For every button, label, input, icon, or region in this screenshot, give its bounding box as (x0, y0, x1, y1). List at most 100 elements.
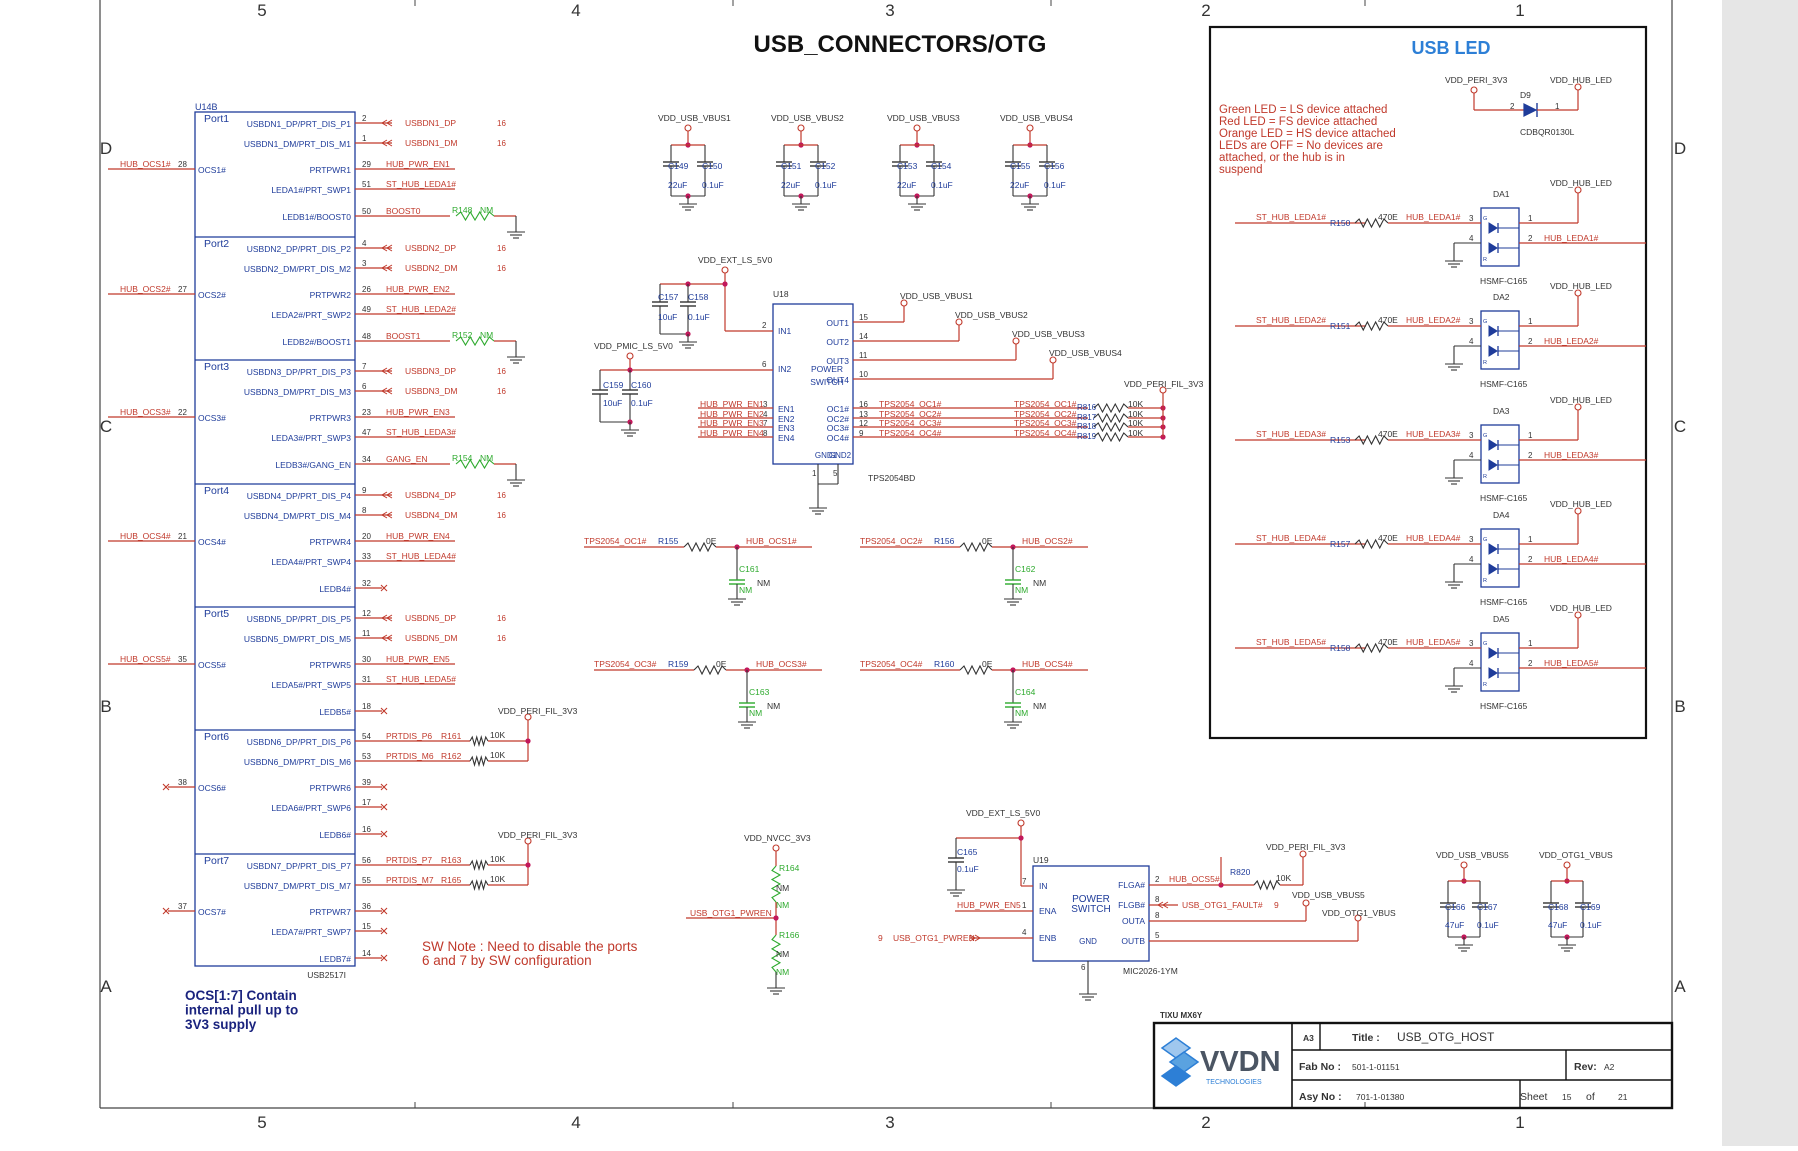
tb-frame (1152, 1021, 1674, 1110)
net-label: ST_HUB_LEDA2# (1256, 315, 1326, 325)
pin-number: 27 (178, 285, 187, 294)
res-ref: R818 (1077, 422, 1097, 431)
net-label: TPS2054_OC3# (594, 659, 657, 669)
logo-shape (1160, 1065, 1192, 1087)
rail-label: VDD_USB_VBUS4 (1000, 113, 1073, 123)
pin-number: 6 (362, 382, 367, 391)
pin-number: 3 (1469, 317, 1474, 326)
logo-subtext: TECHNOLOGIES (1206, 1079, 1262, 1086)
pin-number: 4 (1469, 451, 1474, 460)
pin-name: OUTB (1121, 936, 1145, 946)
res-ref: R158 (1330, 643, 1351, 653)
rail-terminal (524, 713, 532, 721)
tb-rev: A2 (1604, 1062, 1615, 1072)
tb-of-label: of (1586, 1091, 1595, 1103)
net-label: USBDN4_DP (405, 490, 456, 500)
hub-part: USB2517I (307, 970, 346, 980)
pin-number: 1 (1528, 639, 1533, 648)
pin-name: PRTPWR6 (310, 783, 352, 793)
res-value: 10K (490, 730, 505, 740)
pin-number: 4 (1022, 928, 1027, 937)
rail-label: VDD_PMIC_LS_5V0 (594, 341, 673, 351)
net-label: HUB_LEDA1# (1406, 212, 1461, 222)
led-diode (1488, 345, 1498, 357)
res-ref: R159 (668, 659, 689, 669)
u19-part: MIC2026-1YM (1123, 966, 1178, 976)
resistor (1354, 538, 1389, 550)
led-color-tag: G (1483, 641, 1487, 647)
pin-name: OCS6# (198, 783, 226, 793)
rail-label: VDD_PERI_FIL_3V3 (498, 706, 578, 716)
res-ref: R166 (779, 930, 800, 940)
pin-name: OUT3 (826, 356, 849, 366)
rail-terminal (1574, 83, 1582, 91)
res-value: 470E (1378, 533, 1398, 543)
pin-number: 51 (362, 180, 371, 189)
net-label: HUB_LEDA5# (1406, 637, 1461, 647)
pin-number: 1 (1555, 102, 1560, 111)
rail-terminal (1299, 850, 1307, 858)
zone-col-bottom: 2 (1201, 1113, 1210, 1132)
offpage-connector (381, 139, 393, 147)
rail-terminal (1159, 386, 1167, 394)
ocs-note: 3V3 supply (185, 1017, 257, 1032)
nc-mark (380, 927, 388, 935)
pin-name: USBDN3_DM/PRT_DIS_M3 (244, 387, 351, 397)
cap-value: NM (739, 585, 752, 595)
pin-number: 16 (362, 825, 371, 834)
pin-name: LEDA3#/PRT_SWP3 (271, 433, 351, 443)
rail-terminal (1049, 356, 1057, 364)
nc-mark (162, 907, 170, 915)
rail-label: VDD_PERI_FIL_3V3 (1266, 842, 1346, 852)
led-diode (1488, 242, 1498, 254)
pin-name: USBDN2_DP/PRT_DIS_P2 (247, 244, 352, 254)
led-ref: DA4 (1493, 510, 1510, 520)
res-value: 470E (1378, 637, 1398, 647)
nc-mark (380, 907, 388, 915)
res-ref: R165 (441, 875, 462, 885)
u18-part: TPS2054BD (868, 473, 915, 483)
page-ref: 16 (497, 244, 506, 253)
led-body (1480, 424, 1520, 484)
pin-number: 4 (362, 239, 367, 248)
pin-number: 1 (1528, 431, 1533, 440)
pin-name: USBDN4_DM/PRT_DIS_M4 (244, 511, 351, 521)
res-ref: R156 (934, 536, 955, 546)
led-color-tag: G (1483, 537, 1487, 543)
cap-value: 0.1uF (957, 864, 979, 874)
cap-ref: C160 (631, 380, 652, 390)
resistor (1093, 402, 1129, 414)
offpage-connector (381, 634, 393, 642)
led-part: HSMF-C165 (1480, 379, 1528, 389)
resistor (959, 541, 993, 553)
pin-name: EN3 (778, 423, 795, 433)
cap-value: NM (1033, 578, 1046, 588)
resistor (1093, 421, 1129, 433)
cap-value: 47uF (1445, 920, 1464, 930)
junction-dot (1018, 835, 1024, 841)
zone-col-bottom: 5 (257, 1113, 266, 1132)
pin-name: USBDN4_DP/PRT_DIS_P4 (247, 491, 352, 501)
pin-name: OCS2# (198, 290, 226, 300)
pin-number: 2 (1528, 337, 1533, 346)
pin-name: IN1 (778, 326, 792, 336)
cap-value: 0.1uF (1044, 180, 1066, 190)
resistor (1253, 879, 1281, 891)
net-label: ST_HUB_LEDA3# (1256, 429, 1326, 439)
pin-name: LEDA2#/PRT_SWP2 (271, 310, 351, 320)
rail-label: VDD_EXT_LS_5V0 (698, 255, 772, 265)
tb-rev-label: Rev: (1574, 1061, 1597, 1073)
pin-name: EN1 (778, 404, 795, 414)
led-part: HSMF-C165 (1480, 597, 1528, 607)
page-ref: 9 (878, 933, 883, 943)
net-label: HUB_LEDA4# (1406, 533, 1461, 543)
net-label: PRTDIS_P7 (386, 855, 432, 865)
pin-number: 9 (859, 429, 864, 438)
rail-label: VDD_USB_VBUS1 (658, 113, 731, 123)
port-name: Port2 (204, 238, 229, 250)
cap-value: 0.1uF (631, 398, 653, 408)
rail-label: VDD_USB_VBUS2 (771, 113, 844, 123)
net-label: HUB_OCS1# (120, 159, 171, 169)
cap-ref: C168 (1548, 902, 1569, 912)
